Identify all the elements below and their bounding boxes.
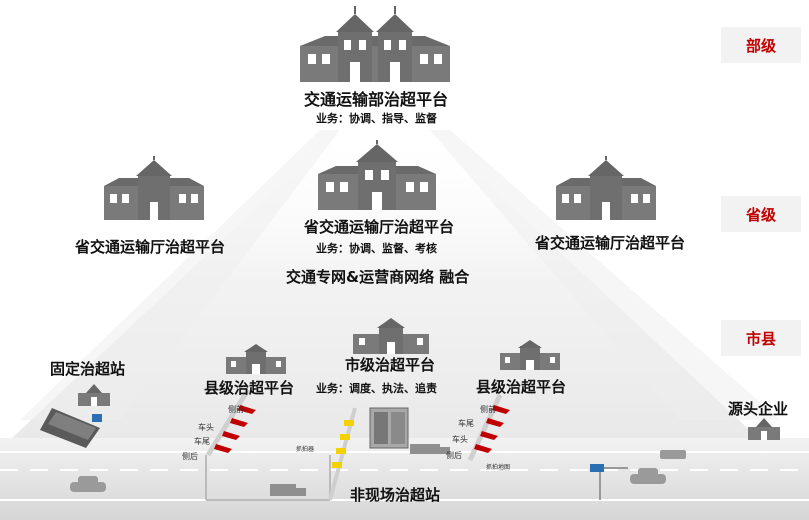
source-enterprise-label: 源头企业 (728, 400, 789, 418)
city-duties: 业务：调度、执法、追责 (316, 382, 437, 395)
equipment-cabinet (374, 412, 388, 444)
city-building-icon (353, 318, 429, 354)
camera-label: 侧后 (182, 452, 198, 461)
ministry-duties: 业务：协调、指导、监督 (316, 112, 437, 125)
camera-label: 车头 (452, 435, 468, 444)
province-left-platform-title: 省交通运输厅治超平台 (75, 238, 226, 256)
camera-label: 侧前 (480, 405, 496, 414)
level-tag-ministry: 部级 (721, 27, 801, 63)
camera-icon (214, 444, 232, 453)
gantry-pole (205, 388, 251, 457)
camera-icon (486, 418, 504, 427)
truck-icon (270, 484, 306, 496)
car-icon (630, 468, 666, 484)
province-center-duties: 业务：协调、监督、考核 (316, 242, 437, 255)
county-right-platform-title: 县级治超平台 (476, 378, 567, 396)
camera-icon (222, 431, 240, 440)
ministry-platform-title: 交通运输部治超平台 (304, 90, 449, 109)
province-left-building-icon (104, 156, 204, 220)
light-beam-left (20, 130, 340, 420)
fixed-station-label: 固定治超站 (50, 360, 126, 378)
camera-label: 车尾 (458, 419, 474, 428)
city-platform-title: 市级治超平台 (345, 356, 436, 374)
signpost-icon (590, 464, 628, 500)
province-right-platform-title: 省交通运输厅治超平台 (535, 234, 686, 252)
ministry-building-icon (300, 6, 450, 82)
camera-icon (480, 431, 498, 440)
camera-label: 侧后 (446, 451, 462, 460)
county-right-building-icon (500, 340, 560, 370)
light-beam (10, 120, 760, 440)
level-tag-city-county: 市县 (721, 320, 801, 356)
camera-icon (474, 444, 492, 453)
camera-label: 侧前 (228, 405, 244, 414)
road (0, 438, 809, 520)
county-left-building-icon (226, 344, 286, 374)
sensor-label: 抓拍地图 (486, 464, 511, 471)
car-icon (70, 476, 106, 492)
sensor-icon (336, 448, 346, 454)
camera-label: 车尾 (194, 437, 210, 446)
bus-icon (660, 450, 686, 459)
source-enterprise-building-icon (748, 418, 780, 440)
level-tag-province: 省级 (721, 196, 801, 232)
network-fusion-label: 交通专网&运营商网络 融合 (286, 268, 470, 286)
province-center-platform-title: 省交通运输厅治超平台 (304, 218, 455, 236)
equipment-cabinet (391, 412, 405, 444)
camera-label: 车头 (198, 423, 214, 432)
province-right-building-icon (556, 156, 656, 220)
camera-icon (238, 405, 256, 414)
weigh-station-icon (40, 408, 102, 448)
sensor-icon (344, 420, 354, 426)
camera-icon (230, 418, 248, 427)
sensor-icon (340, 434, 350, 440)
fixed-station-building-icon (78, 384, 110, 406)
county-left-platform-title: 县级治超平台 (204, 379, 295, 397)
sensor-label: 抓拍器 (296, 446, 315, 453)
sensor-icon (332, 462, 342, 468)
light-beam-right (430, 130, 780, 420)
camera-icon (492, 405, 510, 414)
nonsite-station-label: 非现场治超站 (350, 486, 441, 504)
province-center-building-icon (318, 140, 436, 210)
truck-icon (410, 444, 450, 454)
